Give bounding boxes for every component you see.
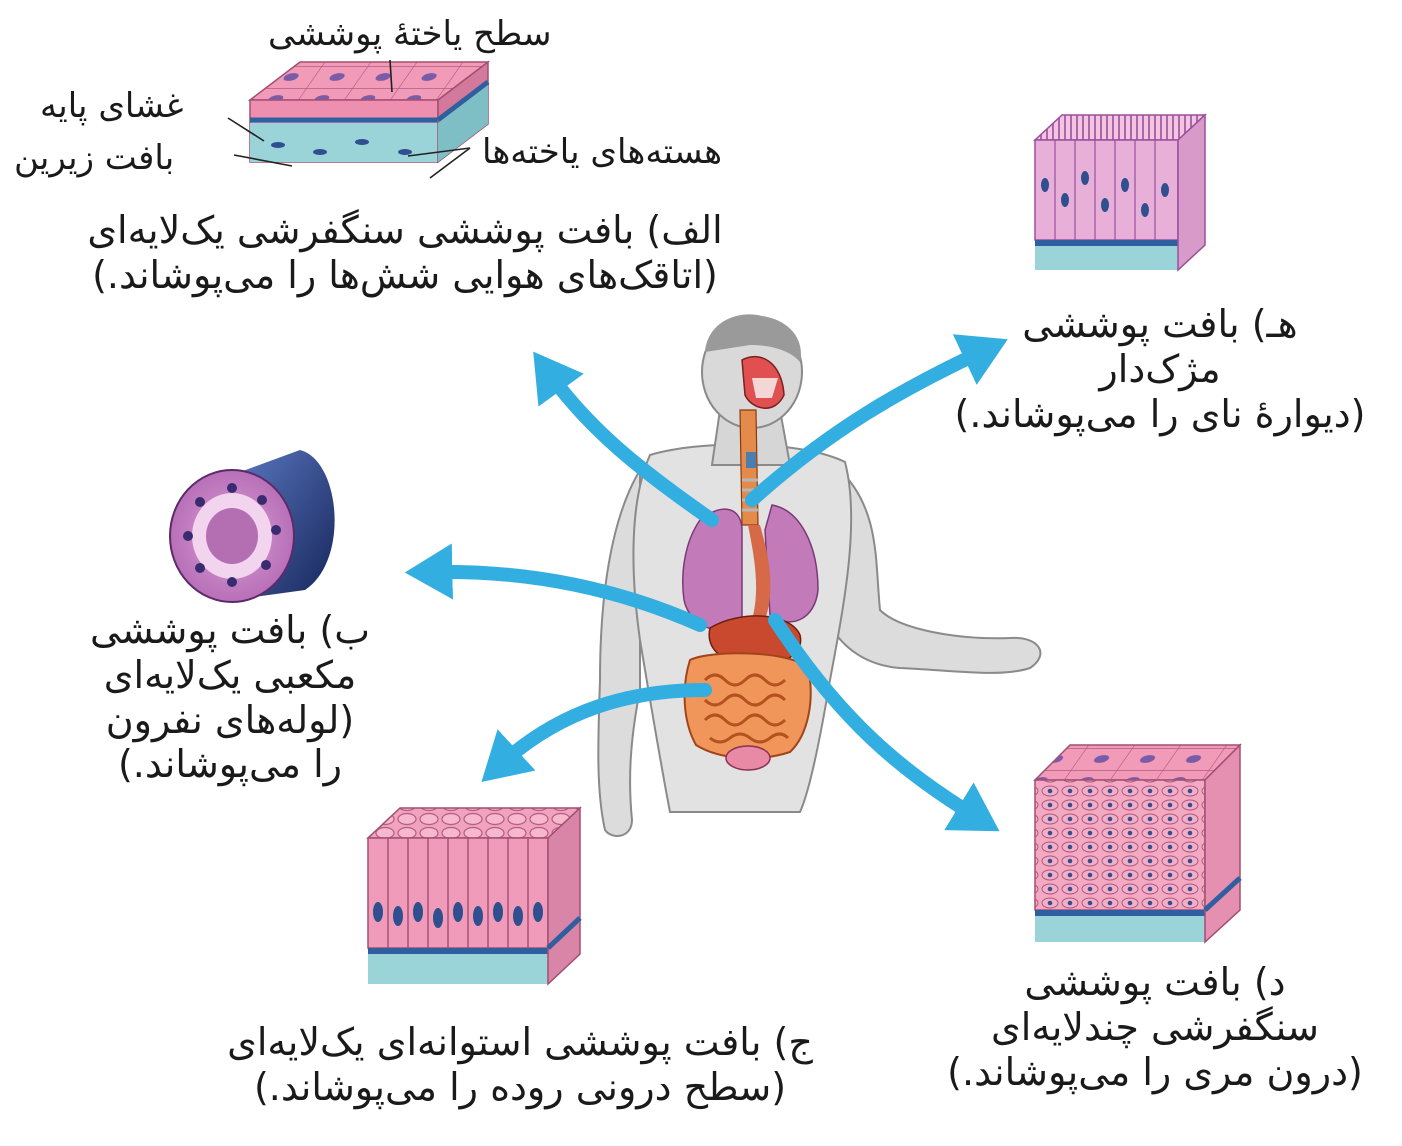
stratified-squamous-tissue xyxy=(1035,745,1240,942)
label-a-simple-squamous: الف) بافت پوششی سنگفرشی یک‌لایه‌ای (اتاق… xyxy=(20,208,790,298)
ciliated-tissue xyxy=(1035,115,1205,270)
callout-cell-nuclei: هسته‌های یاخته‌ها xyxy=(482,132,722,172)
callout-basement-membrane: غشای پایه xyxy=(40,86,183,126)
columnar-tissue xyxy=(368,808,580,984)
simple-squamous-tissue xyxy=(228,60,488,178)
callout-surface-cell: سطح یاختهٔ پوششی xyxy=(268,14,551,54)
cuboidal-tubule xyxy=(170,450,335,602)
callout-underlying-tissue: بافت زیرین xyxy=(14,138,174,178)
label-b-cuboidal: ب) بافت پوششی مکعبی یک‌لایه‌ای (لوله‌های… xyxy=(40,608,420,787)
label-c-columnar: ج) بافت پوششی استوانه‌ای یک‌لایه‌ای (سطح… xyxy=(130,1020,910,1110)
label-e-ciliated: هـ) بافت پوششی مژک‌دار (دیوارهٔ نای را م… xyxy=(930,302,1390,436)
label-d-stratified-squamous: د) بافت پوششی سنگفرشی چندلایه‌ای (درون م… xyxy=(920,960,1390,1094)
